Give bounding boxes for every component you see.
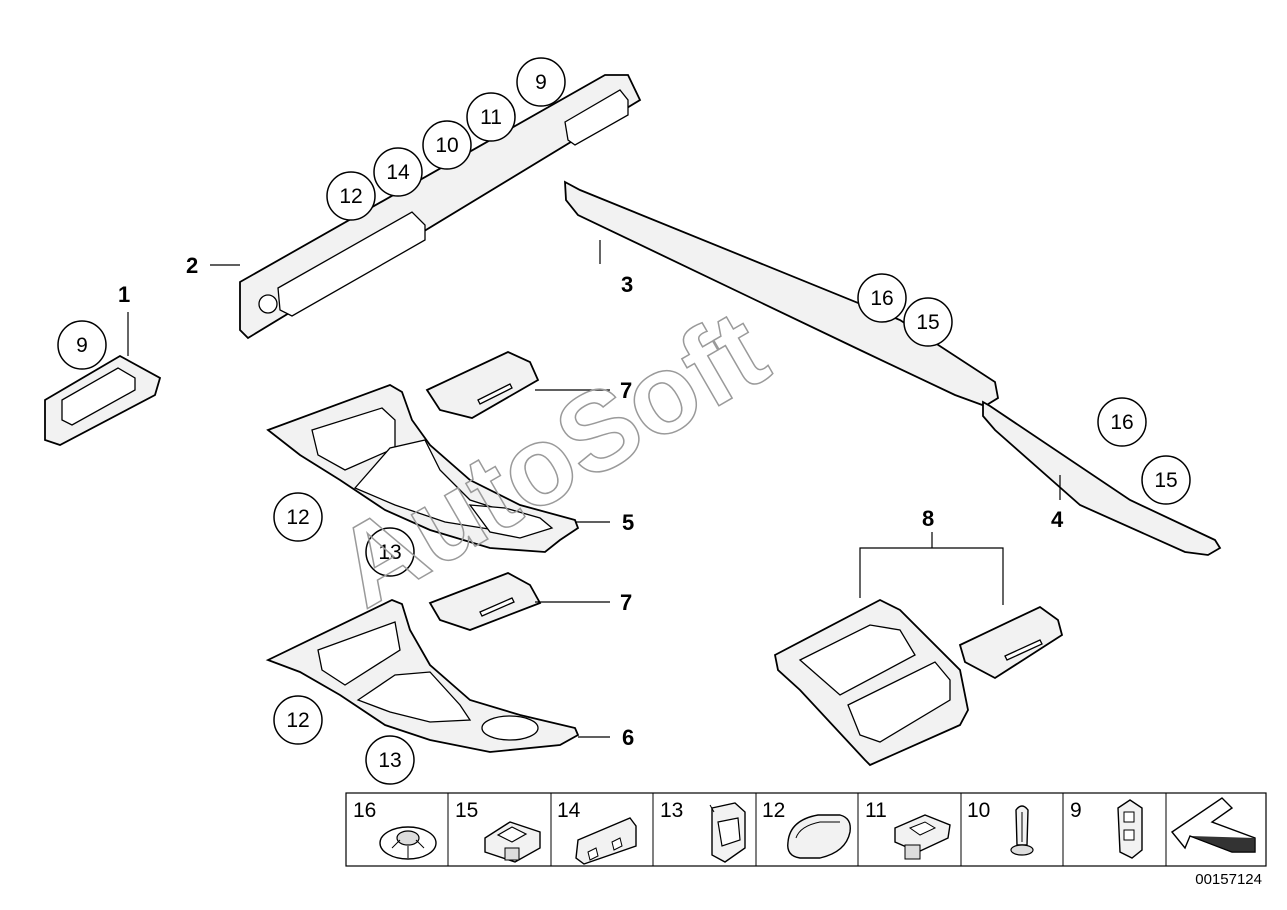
- circle-label-15-right[interactable]: 15: [1141, 455, 1191, 505]
- part-8-console-assembly[interactable]: [773, 598, 1064, 767]
- svg-text:10: 10: [435, 134, 458, 157]
- svg-text:14: 14: [386, 161, 410, 184]
- part-label-5: 5: [622, 510, 634, 535]
- circle-label-14[interactable]: 14: [373, 147, 423, 197]
- legend-cell-11[interactable]: 11: [865, 799, 951, 860]
- svg-text:16: 16: [353, 799, 376, 822]
- part-6-console[interactable]: [265, 599, 580, 753]
- svg-text:13: 13: [378, 749, 401, 772]
- part-label-3: 3: [621, 272, 633, 297]
- svg-text:15: 15: [1154, 469, 1177, 492]
- svg-text:9: 9: [76, 334, 88, 357]
- part-label-7-lower: 7: [620, 590, 632, 615]
- legend-cell-15[interactable]: 15: [455, 799, 541, 863]
- circle-label-9-left[interactable]: 9: [57, 320, 107, 370]
- legend-cell-12[interactable]: 12: [762, 799, 851, 859]
- square-clip-icon: [894, 814, 951, 860]
- clamp-clip-icon: [709, 802, 746, 863]
- svg-text:13: 13: [660, 799, 683, 822]
- adhesive-pad-icon: [787, 814, 851, 859]
- circle-label-11[interactable]: 11: [466, 92, 516, 142]
- legend-cell-13[interactable]: 13: [660, 799, 746, 863]
- clip-nut-icon: [484, 821, 541, 863]
- push-rivet-icon: [379, 826, 437, 860]
- circle-label-9-top[interactable]: 9: [516, 57, 566, 107]
- circle-label-16-mid[interactable]: 16: [857, 273, 907, 323]
- part-2-dash-trim[interactable]: [239, 74, 642, 340]
- circle-label-12-top[interactable]: 12: [326, 171, 376, 221]
- circle-label-10[interactable]: 10: [422, 120, 472, 170]
- svg-text:10: 10: [967, 799, 990, 822]
- svg-text:15: 15: [916, 311, 939, 334]
- legend-cell-10[interactable]: 10: [967, 799, 1034, 856]
- part-label-2: 2: [186, 253, 198, 278]
- legend-cell-9[interactable]: 9: [1070, 799, 1143, 859]
- legend-cell-arrow[interactable]: [1170, 797, 1256, 853]
- direction-arrow-icon: [1170, 797, 1256, 853]
- part-label-7-upper: 7: [620, 378, 632, 403]
- part-4-strip[interactable]: [982, 400, 1222, 556]
- bracket-clip-icon: [1117, 799, 1143, 859]
- svg-text:13: 13: [378, 541, 401, 564]
- legend-strip: 16 15 14: [345, 792, 1267, 867]
- svg-text:11: 11: [865, 799, 887, 822]
- part-7-cover-lower[interactable]: [428, 572, 542, 631]
- circled-labels: 9 12 14 10 11 9 16 15: [57, 57, 1191, 785]
- svg-text:9: 9: [535, 71, 547, 94]
- expanding-rivet-icon: [1010, 805, 1034, 856]
- part-label-8: 8: [922, 506, 934, 531]
- circle-label-13-lower-console[interactable]: 13: [365, 735, 415, 785]
- legend-cell-14[interactable]: 14: [557, 799, 637, 865]
- svg-text:15: 15: [455, 799, 478, 822]
- spring-clip-icon: [575, 817, 637, 865]
- part-label-1: 1: [118, 282, 130, 307]
- part-label-6: 6: [622, 725, 634, 750]
- circle-label-16-right[interactable]: 16: [1097, 397, 1147, 447]
- part-5-console[interactable]: [266, 384, 580, 553]
- circle-label-13-upper-console[interactable]: 13: [365, 527, 415, 577]
- svg-text:16: 16: [870, 287, 893, 310]
- part-1-trim[interactable]: [44, 354, 162, 446]
- svg-text:12: 12: [286, 709, 309, 732]
- leader-8: [859, 547, 1004, 605]
- circle-label-12-lower-console[interactable]: 12: [273, 695, 323, 745]
- svg-text:9: 9: [1070, 799, 1082, 822]
- svg-text:11: 11: [480, 106, 502, 129]
- svg-text:12: 12: [286, 506, 309, 529]
- circle-label-12-upper-console[interactable]: 12: [273, 492, 323, 542]
- circle-label-15-mid[interactable]: 15: [903, 297, 953, 347]
- part-7-cover-upper[interactable]: [425, 351, 540, 419]
- diagram-reference-number: 00157124: [1195, 871, 1262, 888]
- svg-text:14: 14: [557, 799, 581, 822]
- part-label-4: 4: [1051, 507, 1064, 532]
- svg-text:12: 12: [762, 799, 785, 822]
- legend-cell-16[interactable]: 16: [353, 799, 437, 860]
- svg-text:12: 12: [339, 185, 362, 208]
- svg-text:16: 16: [1110, 411, 1133, 434]
